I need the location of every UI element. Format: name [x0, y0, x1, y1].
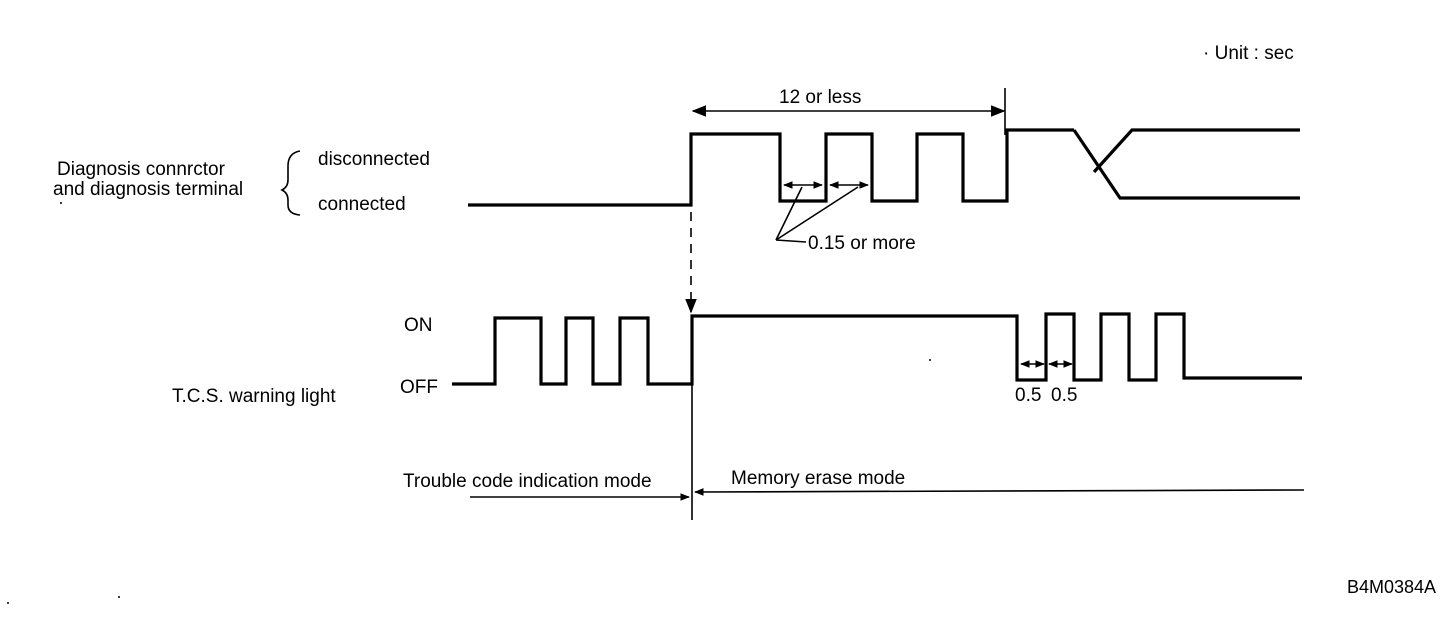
label-015-or-more: 0.15 or more: [808, 233, 916, 254]
label-05-b: 0.5: [1051, 385, 1077, 406]
diag-waveform-high-tail: [1092, 128, 1300, 174]
leader-015-b: [775, 186, 859, 241]
label-trouble-mode: Trouble code indication mode: [403, 471, 652, 492]
label-05-a: 0.5: [1015, 385, 1041, 406]
label-on: ON: [404, 315, 433, 336]
unit-label: · Unit : sec: [1203, 43, 1294, 64]
label-12-or-less: 12 or less: [779, 87, 861, 108]
label-erase-mode: Memory erase mode: [731, 468, 905, 489]
label-disconnected: disconnected: [318, 149, 430, 170]
label-tcs: T.C.S. warning light: [172, 386, 336, 407]
scan-speck: [118, 596, 120, 598]
scan-speck: [60, 202, 62, 204]
label-connected: connected: [318, 194, 406, 215]
diag-waveform-low-tail: [1072, 129, 1300, 200]
scan-speck: [7, 602, 9, 604]
diag-waveform: [468, 128, 1074, 207]
diag-label-line1: Diagnosis connrctor: [57, 159, 226, 180]
tcs-waveform: [452, 312, 1302, 386]
erase-mode-line: [694, 488, 1305, 496]
scan-speck: [929, 359, 931, 361]
leader-015-c: [775, 239, 807, 243]
leader-015-a: [775, 186, 803, 241]
figure-id: B4M0384A: [1347, 577, 1436, 597]
label-off: OFF: [400, 377, 438, 398]
bracket: [280, 150, 301, 216]
diag-label-line2: and diagnosis terminal: [53, 179, 243, 200]
